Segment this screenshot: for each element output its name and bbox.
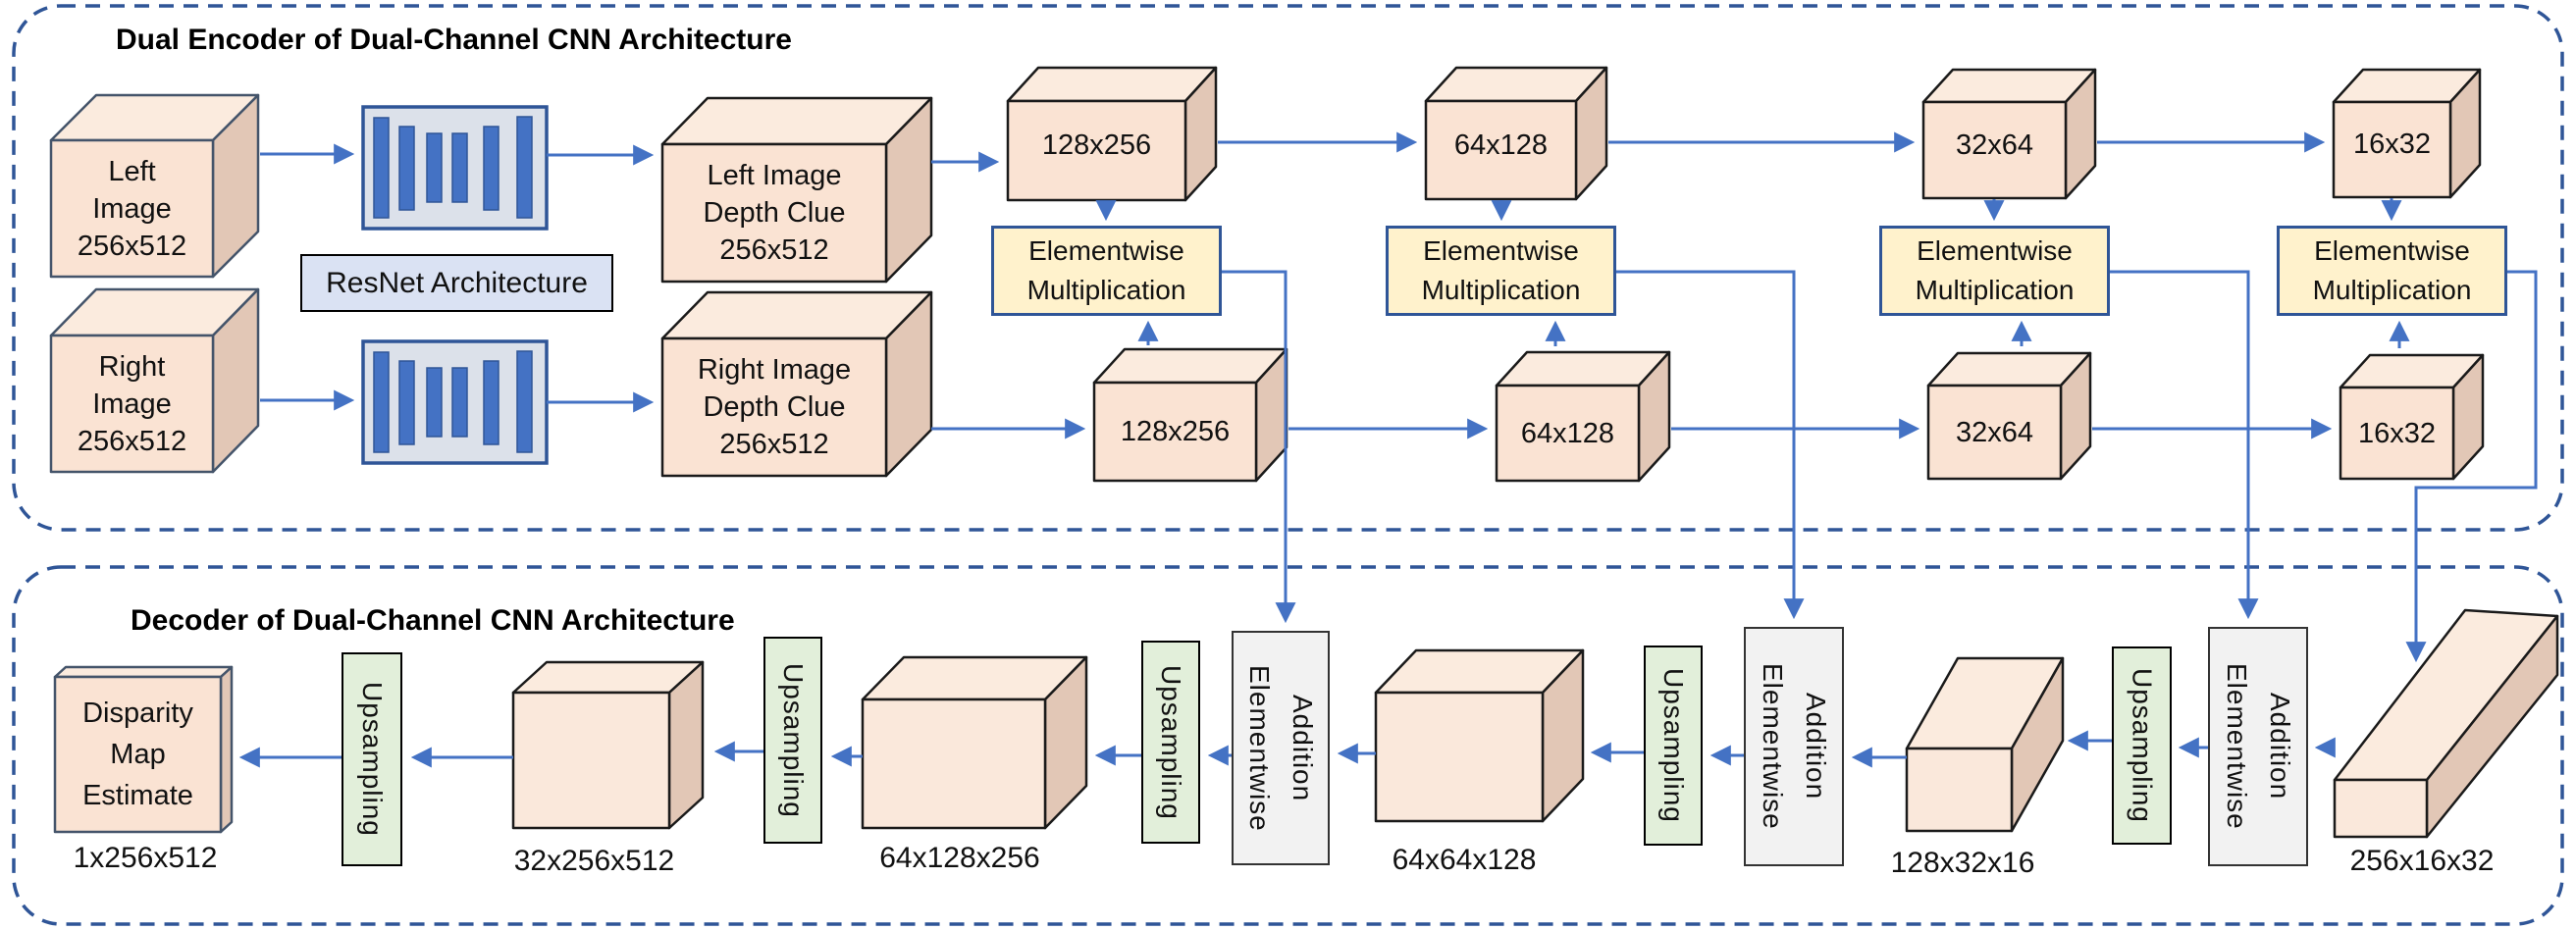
cube-dec-64x64x128: [1374, 648, 1585, 823]
resnet-module-top: [361, 105, 549, 231]
cube-left-image: [49, 93, 260, 279]
decoder-section-border: [12, 565, 2564, 926]
cube-left-depth-clue: [660, 96, 933, 284]
decoder-title: Decoder of Dual-Channel CNN Architecture: [131, 604, 735, 637]
resnet-architecture-label-box: ResNet Architecture: [300, 254, 613, 312]
left-feat-32x64-label: 32x64: [1955, 129, 2033, 161]
addition-box-2: Elementwise Addition: [1744, 627, 1844, 866]
cube-dec-32x256x512: [511, 660, 705, 830]
right-feat-64x128-label: 64x128: [1520, 417, 1615, 449]
cube-right-feat-32x64: [1926, 351, 2092, 481]
output-dims-label: 1x256x512: [73, 842, 218, 874]
cube-right-feat-128x256: [1092, 347, 1288, 483]
left-depth-clue-cube-label: Left Image Depth Clue 256x512: [703, 160, 846, 266]
upsampling-box-3: Upsampling: [1141, 641, 1200, 844]
upsampling-box-5: Upsampling: [2112, 646, 2172, 845]
right-image-cube-label: Right Image 256x512: [77, 350, 187, 457]
cube-dec-256x16x32: [2333, 608, 2559, 839]
fusion-box-3: Elementwise Multiplication: [1879, 226, 2110, 316]
dec-dims-128x32x16: 128x32x16: [1890, 847, 2035, 879]
left-feat-64x128-label: 64x128: [1453, 129, 1549, 161]
fusion-box-2: Elementwise Multiplication: [1386, 226, 1616, 316]
right-feat-16x32-label: 16x32: [2357, 417, 2436, 449]
right-feat-128x256-label: 128x256: [1120, 416, 1231, 447]
encoder-section-border: [12, 4, 2564, 532]
cube-right-depth-clue: [660, 290, 933, 478]
cube-right-feat-16x32: [2339, 353, 2485, 481]
left-feat-128x256-label: 128x256: [1041, 129, 1152, 161]
flow-arrows: [238, 131, 2538, 768]
disparity-map-cube-label: Disparity Map Estimate: [82, 698, 193, 811]
left-image-cube-label: Left Image 256x512: [77, 155, 187, 262]
left-feat-16x32-label: 16x32: [2352, 129, 2431, 160]
encoder-title: Dual Encoder of Dual-Channel CNN Archite…: [116, 24, 792, 56]
right-feat-32x64-label: 32x64: [1955, 416, 2033, 448]
cube-left-feat-32x64: [1921, 68, 2097, 200]
resnet-module-bottom: [361, 339, 549, 465]
cube-dec-64x128x256: [861, 655, 1088, 830]
cube-left-feat-64x128: [1424, 66, 1608, 201]
dec-dims-32x256x512: 32x256x512: [513, 845, 675, 877]
cube-right-image: [49, 287, 260, 474]
cube-left-feat-128x256: [1006, 66, 1218, 202]
upsampling-box-2: Upsampling: [763, 637, 822, 844]
upsampling-box-1: Upsampling: [342, 652, 402, 866]
cube-right-feat-64x128: [1495, 350, 1671, 483]
cube-dec-128x32x16: [1905, 656, 2065, 833]
fusion-box-4: Elementwise Multiplication: [2277, 226, 2507, 316]
dec-dims-64x64x128: 64x64x128: [1392, 844, 1537, 876]
addition-box-3: Elementwise Addition: [2208, 627, 2308, 866]
right-depth-clue-cube-label: Right Image Depth Clue 256x512: [697, 354, 852, 460]
fusion-box-1: Elementwise Multiplication: [991, 226, 1222, 316]
dec-dims-256x16x32: 256x16x32: [2349, 845, 2495, 877]
cube-disparity-map: [53, 665, 234, 834]
addition-box-1: Elementwise Addition: [1232, 631, 1330, 865]
upsampling-box-4: Upsampling: [1644, 646, 1703, 846]
dec-dims-64x128x256: 64x128x256: [879, 842, 1040, 874]
cube-left-feat-16x32: [2332, 68, 2482, 199]
